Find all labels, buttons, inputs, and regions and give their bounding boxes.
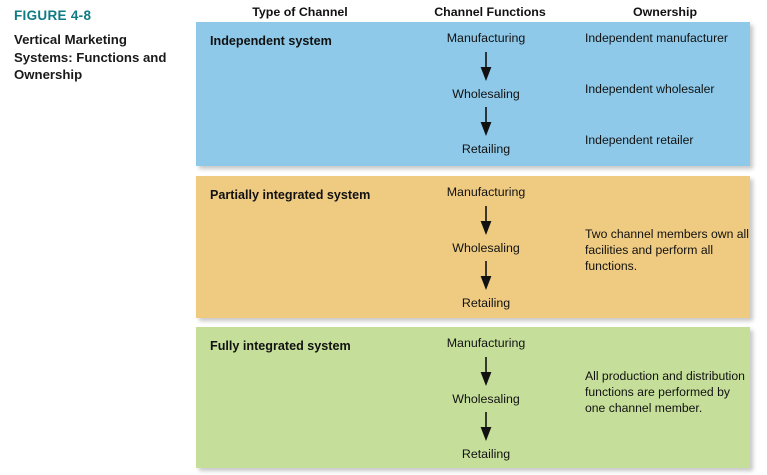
flow-step-wholesaling: Wholesaling xyxy=(452,86,520,101)
panel-partially-integrated-system: Partially integrated system Manufacturin… xyxy=(196,176,750,318)
ownership-paragraph: All production and distribution function… xyxy=(585,369,745,416)
ownership-line: Independent manufacturer xyxy=(585,31,728,45)
ownership-description: All production and distribution function… xyxy=(585,368,753,417)
column-header-channel-functions: Channel Functions xyxy=(434,5,546,19)
down-arrow-icon xyxy=(480,51,492,81)
down-arrow-icon xyxy=(480,261,492,291)
flow-step-retailing: Retailing xyxy=(461,296,511,311)
down-arrow-icon xyxy=(480,205,492,235)
flow-step-manufacturing: Manufacturing xyxy=(446,185,526,199)
ownership-paragraph: Two channel members own all facilities a… xyxy=(585,227,749,274)
panel-fully-integrated-system: Fully integrated system Manufacturing Wh… xyxy=(196,327,750,468)
flow-step-wholesaling: Wholesaling xyxy=(452,391,520,406)
figure-number: FIGURE 4-8 xyxy=(14,8,92,23)
down-arrow-icon xyxy=(480,356,492,386)
flow-step-retailing: Retailing xyxy=(461,447,511,462)
figure-title: Vertical Marketing Systems: Functions an… xyxy=(14,32,167,83)
down-arrow-icon xyxy=(480,412,492,442)
ownership-line: Independent retailer xyxy=(585,132,694,147)
figure-caption-block: FIGURE 4-8 Vertical Marketing Systems: F… xyxy=(14,8,184,83)
flow-step-manufacturing: Manufacturing xyxy=(446,336,526,350)
channel-functions-flow: Manufacturing Wholesaling Retailing xyxy=(406,185,566,311)
flow-step-wholesaling: Wholesaling xyxy=(452,240,520,255)
ownership-list: Independent manufacturer Independent who… xyxy=(585,31,753,147)
panel-independent-system: Independent system Manufacturing Wholesa… xyxy=(196,22,750,166)
channel-functions-flow: Manufacturing Wholesaling Retailing xyxy=(406,336,566,462)
down-arrow-icon xyxy=(480,107,492,137)
flow-step-manufacturing: Manufacturing xyxy=(446,31,526,45)
column-header-type-of-channel: Type of Channel xyxy=(252,5,348,19)
channel-functions-flow: Manufacturing Wholesaling Retailing xyxy=(406,31,566,157)
ownership-description: Two channel members own all facilities a… xyxy=(585,226,753,275)
panel-title: Fully integrated system xyxy=(210,339,351,353)
panel-title: Independent system xyxy=(210,34,332,48)
panel-title: Partially integrated system xyxy=(210,188,371,202)
column-header-ownership: Ownership xyxy=(632,5,698,19)
flow-step-retailing: Retailing xyxy=(461,142,511,157)
ownership-line: Independent wholesaler xyxy=(585,81,715,96)
